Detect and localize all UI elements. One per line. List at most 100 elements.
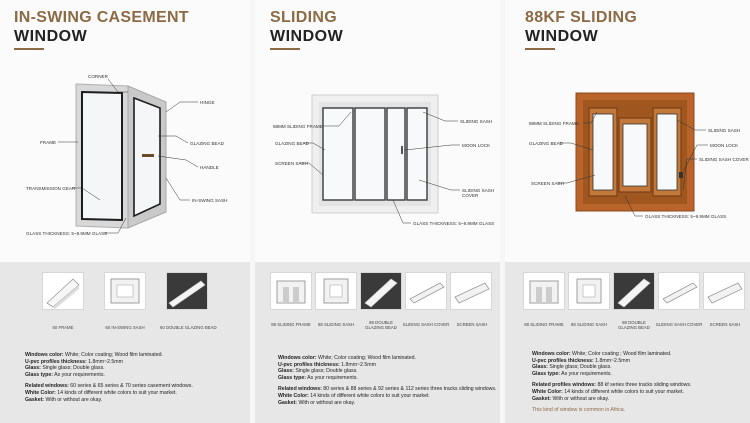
- spec-text: Single glass; Double glass.: [549, 364, 612, 371]
- spec-text: With or without are okay.: [552, 395, 610, 402]
- spec-text: Gasket:: [25, 396, 45, 403]
- spec-text: As your requirements.: [561, 370, 612, 377]
- spec-text: 1.8mm~2.5mm: [88, 358, 123, 365]
- label-glazing-bead: GLAZING BEAD: [190, 141, 224, 146]
- spec-text: U-pvc profiles thickness:: [532, 357, 594, 364]
- spec-text: White Color:: [278, 392, 309, 399]
- spec-text: As your requirements.: [54, 371, 105, 378]
- spec-text: U-pvc profiles thickness:: [278, 361, 340, 368]
- sliding-window-panel: SLIDING WINDOW 88MM SLIDING FRAME SLIDIN…: [255, 0, 500, 423]
- label-moon-lock: MOON LOCK: [462, 143, 491, 148]
- spec-text: Related windows:: [25, 383, 69, 390]
- kf-profiles-area: 88 SLIDING FRAME 88 SLIDING SASH 88 DOUB…: [505, 262, 750, 423]
- label-hinge: HINGE: [200, 100, 215, 105]
- spec-text: Windows color:: [25, 352, 64, 358]
- kf-window-drawing: [575, 92, 695, 212]
- spec-text: Glass type:: [532, 370, 560, 377]
- profile-thumb-sash-cover: [405, 272, 447, 310]
- profile-caption-sash-cover: SLIDING SASH COVER: [655, 322, 703, 327]
- profile-caption-screen-sash: SCREEN SASH: [456, 322, 488, 327]
- kf-title-bottom: WINDOW: [525, 28, 599, 45]
- profile-thumb-screen-sash: [450, 272, 492, 310]
- spec-text: As your requirements.: [307, 374, 358, 381]
- title-underline: [14, 48, 44, 50]
- label-sliding-frame: 88MM SLIDING FRAME: [529, 121, 579, 126]
- spec-text: Glass:: [532, 364, 548, 371]
- spec-text: 60 series & 65 series & 70 series caseme…: [70, 383, 193, 390]
- label-handle: HANDLE: [200, 165, 219, 170]
- profile-caption-sliding-frame: 88 SLIDING FRAME: [524, 322, 564, 327]
- casement-profiles-area: 60 FRAME 60 IN-SWING SASH 60 DOUBLE GLAZ…: [0, 262, 250, 423]
- profile-caption-frame: 60 FRAME: [52, 325, 74, 330]
- label-glass-thickness: GLASS THICKNESS: 5~9.9MM GLASS: [26, 231, 108, 236]
- profile-thumb-sash-cover: [658, 272, 700, 310]
- spec-text: Related profiles windows:: [532, 382, 596, 389]
- sliding-specs: Windows color: White; Color coating; Woo…: [278, 355, 498, 406]
- label-moon-lock: MOON LOCK: [710, 143, 739, 148]
- profile-caption-glazing-bead: 88 DOUBLE GLAZING BEAD: [618, 320, 650, 330]
- spec-text: U-pvc profiles thickness:: [25, 358, 87, 365]
- kf-diagram-area: 88KF SLIDING WINDOW 88MM SLIDING FRAME S…: [505, 0, 750, 262]
- spec-text: Single glass; Double glass.: [295, 368, 358, 375]
- label-sliding-sash-cover: SLIDING SASH COVER: [699, 157, 749, 162]
- label-screen-sash: SCREEN SASH: [531, 181, 564, 186]
- spec-text: Gasket:: [278, 399, 298, 406]
- spec-text: White Color:: [25, 389, 56, 396]
- spec-text: Related windows:: [278, 386, 322, 393]
- profile-thumb-sliding-sash: [315, 272, 357, 310]
- profile-caption-inswing-sash: 60 IN-SWING SASH: [105, 325, 145, 330]
- casement-title-top: IN-SWING CASEMENT: [14, 9, 189, 26]
- spec-text: Glass:: [278, 368, 294, 375]
- casement-title-bottom: WINDOW: [14, 28, 88, 45]
- profile-thumb-glazing-bead: [360, 272, 402, 310]
- label-sliding-sash-cover: SLIDING SASH COVER: [462, 188, 495, 198]
- column-separator: [500, 0, 505, 423]
- profile-thumb-glazing-bead: [166, 272, 208, 310]
- kf-note: This kind of window is common in Africa.: [532, 407, 626, 414]
- profile-thumb-sliding-sash: [568, 272, 610, 310]
- label-transmission-gear: TRANSMISSION GEAR: [26, 186, 76, 191]
- profile-caption-sliding-sash: 88 SLIDING SASH: [317, 322, 355, 327]
- title-underline: [525, 48, 555, 50]
- sliding-profiles-area: 88 SLIDING FRAME 88 SLIDING SASH 88 DOUB…: [255, 262, 500, 423]
- label-screen-sash: SCREEN SASH: [275, 161, 308, 166]
- spec-text: White Color:: [532, 388, 563, 395]
- profile-thumb-frame: [42, 272, 84, 310]
- label-sliding-frame: 88MM SLIDING FRAME: [273, 124, 323, 129]
- spec-text: White; Color coating; Wood film laminate…: [318, 355, 416, 361]
- spec-text: Single glass; Double glass.: [42, 365, 105, 372]
- profile-caption-sliding-frame: 88 SLIDING FRAME: [271, 322, 311, 327]
- kf-specs: Windows color: White; Color coating ; Wo…: [532, 351, 747, 414]
- spec-text: 1.8mm~2.5mm: [595, 357, 630, 364]
- spec-text: White; Color coating ; Wood film laminat…: [572, 351, 672, 357]
- label-glazing-bead: GLAZING BEAD: [529, 141, 563, 146]
- spec-text: 14 kinds of different white colors to su…: [564, 388, 684, 395]
- profile-thumb-inswing-sash: [104, 272, 146, 310]
- label-corner: CORNER: [88, 74, 108, 79]
- spec-text: 80 series & 88 series & 92 series & 112 …: [323, 386, 497, 393]
- label-glass-thickness: GLASS THICKNESS: 5~9.9MM GLASS: [645, 214, 727, 219]
- spec-text: 14 kinds of different white colors to su…: [310, 392, 430, 399]
- profile-caption-sliding-sash: 88 SLIDING SASH: [570, 322, 608, 327]
- profile-caption-glazing-bead: 60 DOUBLE GLAZING BEAD: [160, 325, 217, 330]
- spec-text: Glass:: [25, 365, 41, 372]
- profile-caption-sash-cover: SLIDING SASH COVER: [402, 322, 450, 327]
- spec-text: 14 kinds of different white colors to su…: [57, 389, 177, 396]
- sliding-title-bottom: WINDOW: [270, 28, 344, 45]
- spec-text: With or without are okay.: [298, 399, 356, 406]
- spec-text: Gasket:: [532, 395, 552, 402]
- sliding-title-top: SLIDING: [270, 9, 337, 26]
- casement-window-panel: IN-SWING CASEMENT WINDOW CORNER HINGE FR…: [0, 0, 250, 423]
- profile-caption-screen-sash: SCREEN SASH: [709, 322, 741, 327]
- sliding-diagram-area: SLIDING WINDOW 88MM SLIDING FRAME SLIDIN…: [255, 0, 500, 262]
- spec-text: Windows color:: [278, 355, 317, 361]
- profile-thumb-screen-sash: [703, 272, 745, 310]
- spec-text: With or without are okay.: [45, 396, 103, 403]
- sliding-window-drawing: [311, 94, 439, 214]
- profile-caption-glazing-bead: 88 DOUBLE GLAZING BEAD: [365, 320, 397, 330]
- spec-text: Windows color:: [532, 351, 571, 357]
- kf-sliding-window-panel: 88KF SLIDING WINDOW 88MM SLIDING FRAME S…: [505, 0, 750, 423]
- label-glazing-bead: GLAZING BEAD: [275, 141, 309, 146]
- column-separator: [250, 0, 255, 423]
- label-sliding-sash: SLIDING SASH: [708, 128, 741, 133]
